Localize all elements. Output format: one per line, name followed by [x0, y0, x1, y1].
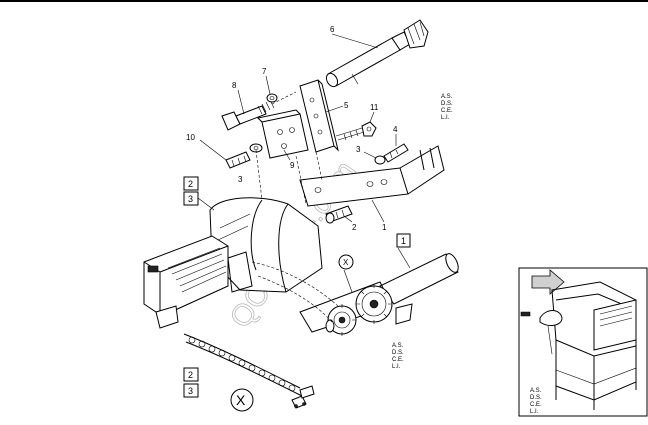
detail-marker-large-circle	[230, 388, 254, 412]
gear-housing	[209, 197, 323, 293]
motor-unit	[143, 235, 253, 329]
part-9-angle-plate	[256, 109, 309, 159]
leader-box-1	[397, 247, 411, 269]
assembly-lines	[255, 91, 323, 205]
leader-box-23-top	[197, 197, 215, 211]
box-2-bottom: 2	[188, 370, 193, 380]
inset-locator-view: A.S. D.S. C.E. L.I.	[518, 267, 648, 417]
part-7-washer	[266, 93, 278, 103]
drive-chain	[251, 261, 339, 323]
part-10-screw	[225, 143, 263, 169]
box-3-bottom: 3	[188, 386, 193, 396]
callout-7: 7	[262, 67, 267, 76]
roller-chain-detail	[183, 333, 315, 409]
callout-5: 5	[344, 101, 349, 110]
part-2-screw	[325, 205, 353, 224]
part-5-bracket	[299, 79, 339, 153]
code-top-0: A.S.	[441, 94, 453, 100]
code-bottom-0: A.S.	[392, 343, 404, 349]
direction-arrow-icon	[531, 269, 565, 295]
leader-6	[331, 33, 379, 49]
code-block-bottom: A.S. D.S. C.E. L.I.	[392, 343, 404, 370]
code-inset-1: D.S.	[530, 395, 542, 401]
code-top-3: L.I.	[441, 115, 450, 121]
code-block-top: A.S. D.S. C.E. L.I.	[441, 94, 453, 121]
inset-frame	[518, 267, 648, 417]
box-3-top-frame	[183, 191, 199, 206]
part-6-knob-rod	[325, 19, 429, 88]
code-top-1: D.S.	[441, 101, 453, 107]
box-1: 1	[401, 236, 406, 246]
callout-10: 10	[186, 133, 195, 142]
code-top-2: C.E.	[441, 108, 453, 114]
detail-marker-circle	[338, 254, 354, 270]
part-1-plate	[299, 145, 445, 207]
code-inset-2: C.E.	[530, 402, 542, 408]
detail-marker-large: X	[236, 392, 246, 408]
code-inset-0: A.S.	[530, 388, 542, 394]
sprocket-small	[327, 304, 357, 336]
callout-3b: 3	[356, 145, 361, 154]
leader-10	[199, 139, 227, 161]
part-4-screw	[374, 143, 409, 165]
leader-2	[343, 215, 353, 223]
code-inset-3: L.I.	[530, 409, 539, 415]
box-2-top-frame	[183, 176, 199, 191]
box-3-top: 3	[188, 194, 193, 204]
callout-3a: 3	[238, 175, 243, 184]
leader-1	[371, 199, 385, 223]
callout-8: 8	[232, 81, 237, 90]
leader-11	[369, 111, 375, 123]
box-3-bottom-frame	[183, 383, 199, 398]
code-bottom-3: L.I.	[392, 364, 401, 370]
leader-x	[343, 269, 353, 293]
callout-4: 4	[393, 125, 398, 134]
part-11-nut	[335, 121, 377, 141]
leader-5	[325, 105, 344, 113]
part-8-bolt	[221, 99, 275, 131]
callout-9: 9	[290, 161, 295, 170]
leader-3b	[363, 151, 377, 159]
code-bottom-2: C.E.	[392, 357, 404, 363]
callout-2: 2	[352, 223, 357, 232]
box-1-frame	[396, 233, 411, 248]
box-2-bottom-frame	[183, 367, 199, 382]
leader-7	[265, 75, 271, 95]
leader-9	[283, 149, 291, 161]
leader-8	[237, 89, 245, 115]
box-2-top: 2	[188, 179, 193, 189]
code-bottom-1: D.S.	[392, 350, 404, 356]
callout-11: 11	[370, 103, 379, 112]
callout-6: 6	[330, 25, 335, 34]
sprocket-large	[355, 284, 393, 324]
shaft-end	[325, 303, 413, 333]
detail-marker: X	[343, 258, 349, 267]
callout-1: 1	[382, 223, 387, 232]
sheet-top-border	[0, 0, 648, 2]
